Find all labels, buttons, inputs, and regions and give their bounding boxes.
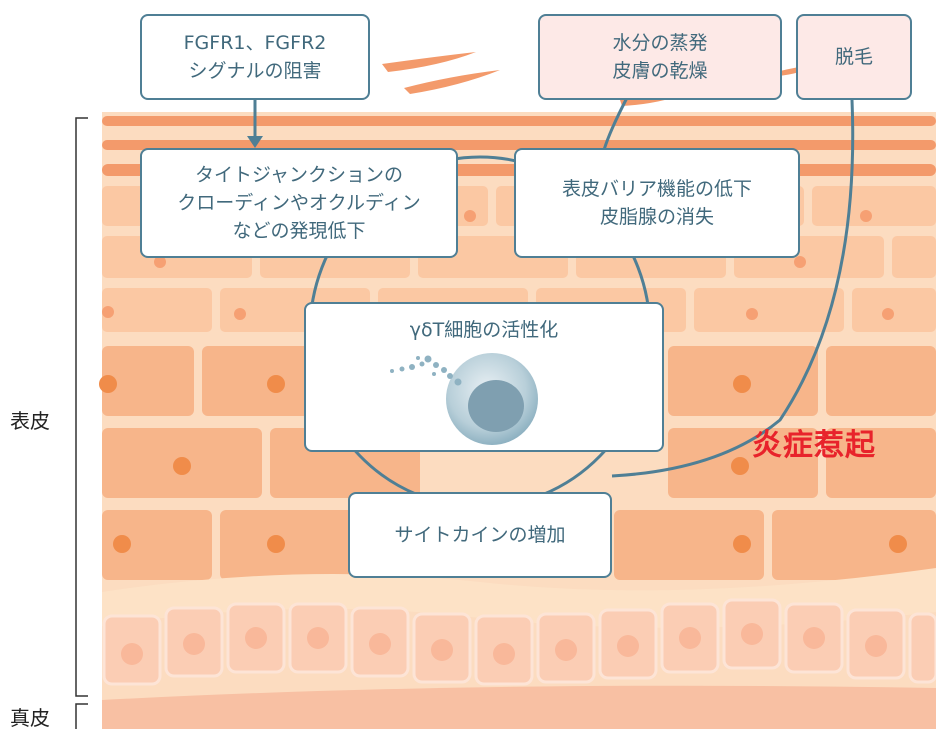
fgfr-arrow-head [247, 136, 263, 148]
water-line-1: 水分の蒸発 [612, 32, 708, 54]
epidermis-label: 表皮 [10, 409, 50, 433]
dermis-bracket [75, 703, 88, 729]
hair-loss-box: 脱毛 [796, 14, 912, 100]
barrier-line-1: 表皮バリア機能の低下 [561, 178, 752, 200]
water-line-2: 皮膚の乾燥 [612, 60, 708, 82]
barrier-line-2: 皮脂腺の消失 [599, 206, 714, 228]
fgfr-signal-box: FGFR1、FGFR2 シグナルの阻害 [140, 14, 370, 100]
tight-junction-line-2: クローディンやオクルディン [177, 192, 421, 214]
tight-junction-line-3: などの発現低下 [232, 220, 366, 242]
spinous-nuclei [99, 375, 907, 553]
hair-loss-connector [611, 99, 855, 478]
dermis-label: 真皮 [10, 706, 50, 730]
t-cell-activation-box: γδT細胞の活性化 [304, 302, 664, 452]
fgfr-line-2: シグナルの阻害 [188, 60, 322, 82]
t-cell-label: γδT細胞の活性化 [409, 319, 559, 341]
cytokine-label: サイトカインの増加 [394, 524, 566, 546]
t-cell-icon [390, 353, 538, 445]
hair-loss-label: 脱毛 [834, 46, 873, 68]
basal-nuclei [121, 623, 887, 665]
epidermis-bracket [75, 117, 88, 697]
fgfr-line-1: FGFR1、FGFR2 [183, 32, 327, 54]
inflammation-label: 炎症惹起 [752, 428, 876, 463]
barrier-function-box: 表皮バリア機能の低下 皮脂腺の消失 [514, 148, 800, 258]
water-evaporation-box: 水分の蒸発 皮膚の乾燥 [538, 14, 782, 100]
cytokine-box: サイトカインの増加 [348, 492, 612, 578]
dermis-region [102, 685, 936, 729]
tight-junction-box: タイトジャンクションの クローディンやオクルディン などの発現低下 [140, 148, 458, 258]
tight-junction-line-1: タイトジャンクションの [194, 164, 404, 186]
